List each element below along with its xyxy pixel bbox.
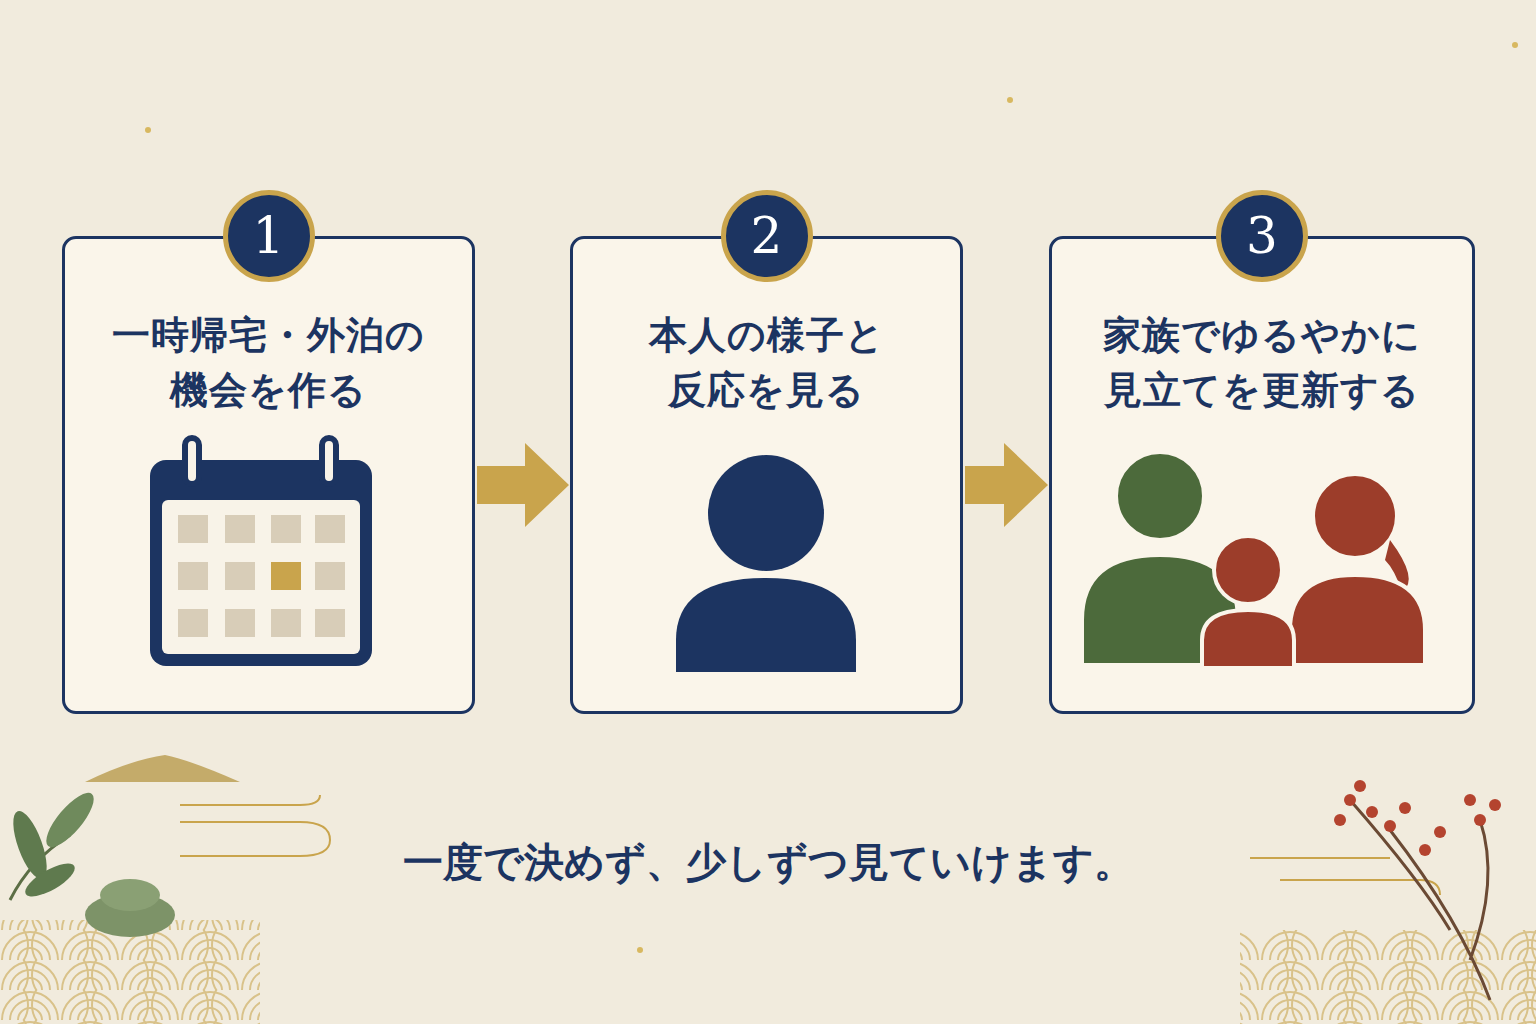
person-icon: [676, 455, 856, 672]
step-number: 2: [751, 211, 783, 261]
flow-arrow: [965, 443, 1048, 527]
caption: 一度で決めず、少しずつ見ていけます。: [0, 835, 1536, 890]
flow-arrow: [477, 443, 569, 527]
step-number: 1: [253, 211, 285, 261]
step-box: 本人の様子と 反応を見る2: [570, 236, 963, 714]
decoration-right: [1240, 780, 1536, 1024]
step-label: 本人の様子と 反応を見る: [637, 307, 897, 417]
step-label: 家族でゆるやかに 見立てを更新する: [1092, 307, 1432, 417]
calendar-icon: [150, 438, 372, 666]
step-box: 一時帰宅・外泊の 機会を作る1: [62, 236, 475, 714]
step-number: 3: [1246, 211, 1278, 261]
step-box: 家族でゆるやかに 見立てを更新する3: [1049, 236, 1475, 714]
step-number-circle: 3: [1216, 190, 1308, 282]
step-number-circle: 2: [721, 190, 813, 282]
step-label: 一時帰宅・外泊の 機会を作る: [104, 307, 434, 417]
step-number-circle: 1: [223, 190, 315, 282]
decoration-left: [0, 755, 330, 1024]
family-icon: [1082, 452, 1425, 668]
